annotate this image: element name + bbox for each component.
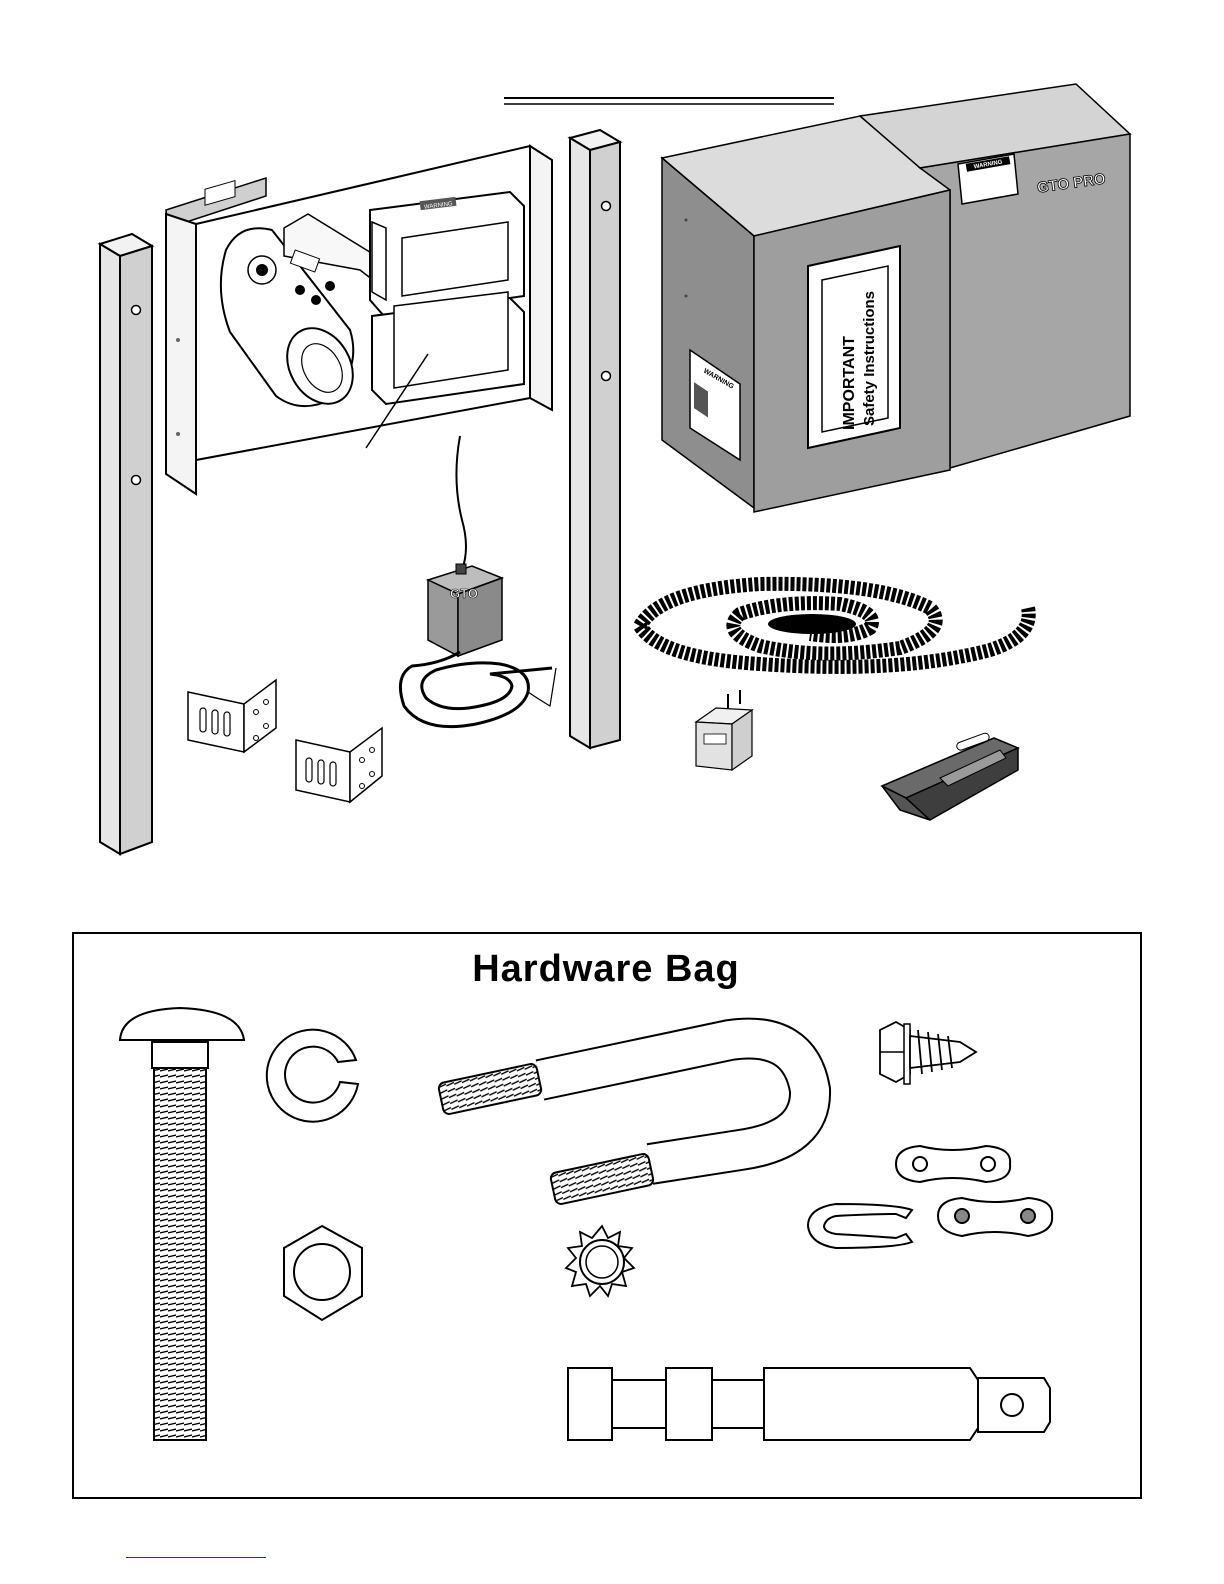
chain-master-link bbox=[896, 1146, 1010, 1182]
lock-washer bbox=[267, 1030, 358, 1122]
left-post bbox=[100, 234, 152, 854]
carriage-bolt bbox=[120, 1008, 244, 1440]
star-washer bbox=[566, 1226, 634, 1296]
mounting-bracket-2 bbox=[296, 728, 382, 802]
header-rule bbox=[504, 98, 834, 104]
drive-chain-coil bbox=[640, 584, 1029, 667]
receiver-brand-label: GTO bbox=[450, 586, 478, 601]
operator-cover: WARNING GTO PRO IMPORTANT Safety Instruc… bbox=[662, 84, 1130, 512]
pin-assembly bbox=[568, 1368, 1050, 1440]
transformer-plug bbox=[696, 690, 752, 770]
safety-instructions-label: Safety Instructions bbox=[861, 291, 878, 426]
hex-nut bbox=[284, 1226, 362, 1320]
u-bolt bbox=[438, 1039, 810, 1205]
receiver-box: GTO bbox=[400, 436, 556, 727]
remote-transmitter bbox=[882, 732, 1018, 820]
important-label: IMPORTANT bbox=[841, 336, 858, 430]
chain-spring-clip bbox=[808, 1204, 912, 1248]
parts-illustration: WARNING WARNING GTO PRO IMPORTANT Safety… bbox=[0, 0, 1224, 930]
right-post bbox=[570, 130, 620, 748]
self-tapping-screw bbox=[880, 1022, 976, 1084]
footer-link-underline bbox=[126, 1557, 266, 1558]
chain-link-plate bbox=[938, 1198, 1052, 1236]
operator-mounting-panel: WARNING bbox=[166, 146, 552, 494]
mounting-bracket-1 bbox=[188, 680, 276, 752]
hardware-bag-items bbox=[0, 930, 1224, 1500]
